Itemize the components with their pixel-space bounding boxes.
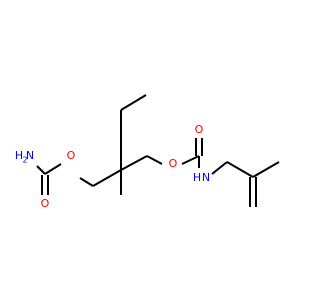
bond-left-o-c xyxy=(44,163,62,175)
bond-propyl-1 xyxy=(120,94,147,111)
left-ester-oxygen-label: O xyxy=(67,149,76,162)
nh-hydrogen-label: H xyxy=(193,171,201,184)
nh2-subscript-label: 2 xyxy=(22,156,27,165)
bond-ch2-c xyxy=(226,161,254,178)
nh-nitrogen-label: N xyxy=(202,171,210,184)
atom-labels: N H 2 O O O O N H xyxy=(15,123,210,210)
right-carbonyl-oxygen-label: O xyxy=(195,123,204,136)
bonds xyxy=(36,94,280,207)
bond-right-ch2-o xyxy=(146,155,163,165)
left-carbonyl-oxygen-label: O xyxy=(41,197,50,210)
bond-left-c-n xyxy=(36,165,46,175)
bond-c-methyl xyxy=(252,161,280,178)
bond-quaternary-right-ch2 xyxy=(120,155,148,171)
bond-n-ch2 xyxy=(211,161,228,175)
bond-left-ch2-o xyxy=(79,177,94,187)
bond-right-o-c xyxy=(181,155,200,165)
nh2-nitrogen-label: N xyxy=(26,149,34,162)
right-ester-oxygen-label: O xyxy=(169,157,178,170)
bond-quaternary-left-ch2 xyxy=(92,169,122,187)
nh2-hydrogen-label: H xyxy=(15,149,23,162)
molecule-structure-diagram: N H 2 O O O O N H xyxy=(15,94,280,210)
